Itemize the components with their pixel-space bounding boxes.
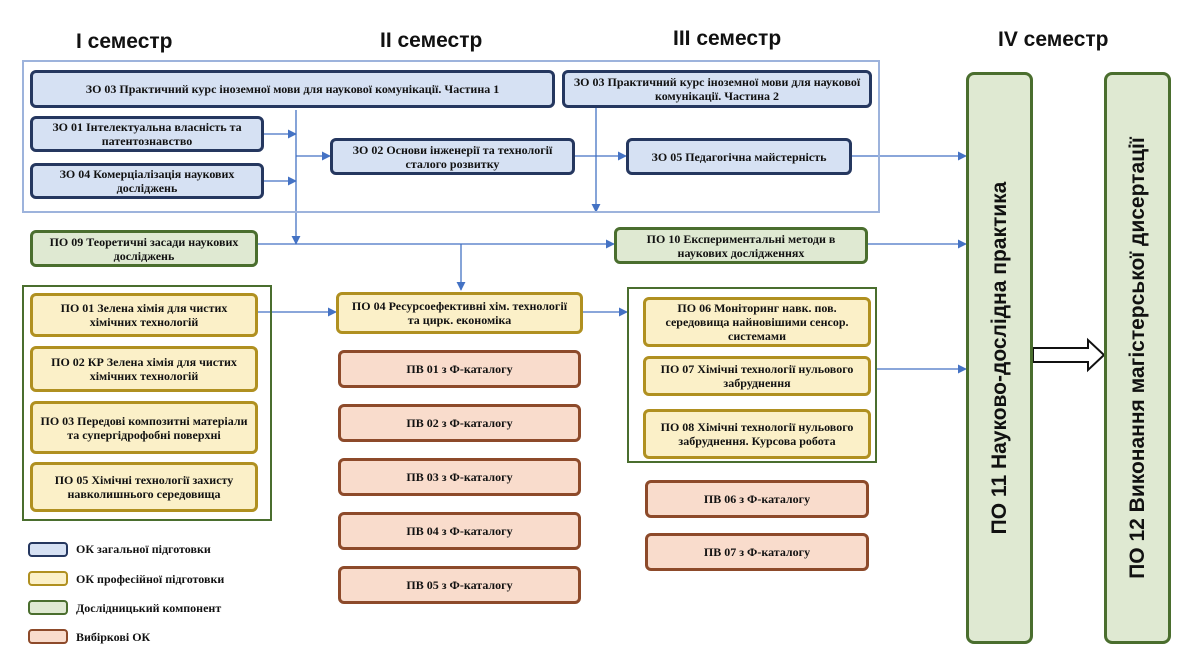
po11-label: ПО 11 Науково-дослідна практика — [987, 181, 1011, 535]
box-zo02: ЗО 02 Основи інженерії та технології ста… — [330, 138, 575, 175]
box-pv02: ПВ 02 з Ф-каталогу — [338, 404, 581, 442]
box-pv01: ПВ 01 з Ф-каталогу — [338, 350, 581, 388]
box-po02: ПО 02 КР Зелена хімія для чистих хімічни… — [30, 346, 258, 392]
semester-3-professional-frame — [627, 287, 877, 463]
box-zo03-part1: ЗО 03 Практичний курс іноземної мови для… — [30, 70, 555, 108]
box-zo01: ЗО 01 Інтелектуальна власність та патент… — [30, 116, 264, 152]
semester-2-header: II семестр — [380, 29, 483, 52]
legend-label-research: Дослідницький компонент — [76, 601, 222, 615]
legend-swatch-general — [28, 542, 68, 557]
box-pv07: ПВ 07 з Ф-каталогу — [645, 533, 869, 571]
box-po10: ПО 10 Експериментальні методи в наукових… — [614, 227, 868, 264]
box-po04: ПО 04 Ресурсоефективні хім. технології т… — [336, 292, 583, 334]
box-po03: ПО 03 Передові композитні матеріали та с… — [30, 401, 258, 454]
semester-3-header: III семестр — [673, 27, 782, 50]
legend-label-elective: Вибіркові ОК — [76, 630, 151, 644]
box-po06: ПО 06 Моніторинг навк. пов. середовища н… — [643, 297, 871, 347]
legend-swatch-professional — [28, 571, 68, 586]
box-pv06: ПВ 06 з Ф-каталогу — [645, 480, 869, 518]
box-po07: ПО 07 Хімічні технології нульового забру… — [643, 356, 871, 396]
semester-1-professional-frame — [22, 285, 272, 521]
legend-label-general: ОК загальної підготовки — [76, 542, 211, 556]
box-zo04: ЗО 04 Комерціалізація наукових досліджен… — [30, 163, 264, 199]
general-training-frame — [22, 60, 880, 213]
box-po01: ПО 01 Зелена хімія для чистих хімічних т… — [30, 293, 258, 337]
box-po12: ПО 12 Виконання магістерської дисертації — [1104, 72, 1171, 644]
legend-label-professional: ОК професійної підготовки — [76, 572, 225, 586]
box-po09: ПО 09 Теоретичні засади наукових дослідж… — [30, 230, 258, 267]
legend-swatch-elective — [28, 629, 68, 644]
semester-1-header: I семестр — [76, 30, 173, 53]
box-zo05: ЗО 05 Педагогічна майстерність — [626, 138, 852, 175]
box-pv03: ПВ 03 з Ф-каталогу — [338, 458, 581, 496]
box-pv04: ПВ 04 з Ф-каталогу — [338, 512, 581, 550]
box-pv05: ПВ 05 з Ф-каталогу — [338, 566, 581, 604]
legend-swatch-research — [28, 600, 68, 615]
box-zo03-part2: ЗО 03 Практичний курс іноземної мови для… — [562, 70, 872, 108]
box-po11: ПО 11 Науково-дослідна практика — [966, 72, 1033, 644]
box-po05: ПО 05 Хімічні технології захисту навколи… — [30, 462, 258, 512]
box-po08: ПО 08 Хімічні технології нульового забру… — [643, 409, 871, 459]
po12-label: ПО 12 Виконання магістерської дисертації — [1125, 137, 1149, 579]
semester-4-header: IV семестр — [998, 28, 1109, 51]
